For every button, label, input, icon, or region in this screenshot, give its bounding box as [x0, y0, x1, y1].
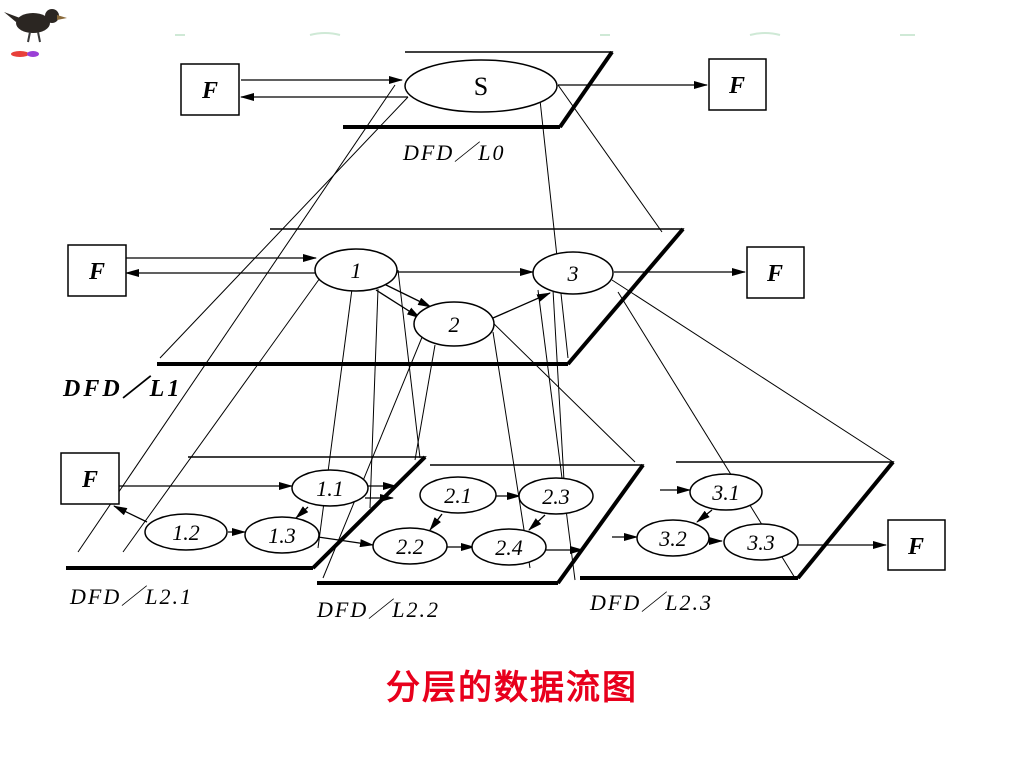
process-1-2: 1.2: [144, 513, 228, 551]
projection-lines: [77, 84, 894, 581]
svg-text:F: F: [766, 261, 783, 287]
process-s: S: [404, 59, 558, 113]
process-3-3: 3.3: [723, 523, 799, 561]
level-plane-l0: [343, 50, 614, 129]
svg-text:2: 2: [449, 312, 460, 337]
svg-text:F: F: [88, 259, 105, 285]
process-2: 2: [413, 301, 495, 347]
process-2-3: 2.3: [518, 477, 594, 515]
top-decor-strip: [175, 32, 915, 36]
process-1-3: 1.3: [244, 516, 320, 554]
process-2-2: 2.2: [372, 527, 448, 565]
entity-f-l1-left: F: [67, 244, 127, 297]
level-plane-l1: [157, 227, 685, 366]
process-3: 3: [532, 251, 614, 295]
process-1: 1: [314, 248, 398, 292]
level-plane-l22: [317, 463, 645, 585]
crow-icon: [4, 9, 67, 57]
entity-f-l1-right: F: [746, 246, 805, 299]
svg-text:1.2: 1.2: [172, 520, 200, 545]
level-label-l23: DFD／L2.3: [589, 590, 713, 615]
level-label-l0: DFD／L0: [402, 140, 505, 165]
svg-text:1.1: 1.1: [316, 476, 344, 501]
data-flows: [113, 76, 887, 554]
svg-text:3.2: 3.2: [658, 526, 687, 551]
svg-text:F: F: [907, 534, 924, 560]
process-2-1: 2.1: [419, 476, 497, 514]
level-plane-l21: [66, 455, 427, 570]
svg-text:2.2: 2.2: [396, 534, 424, 559]
diagram-caption: 分层的数据流图: [386, 668, 638, 708]
svg-text:2.1: 2.1: [444, 483, 472, 508]
svg-text:3: 3: [567, 261, 579, 286]
svg-text:3.3: 3.3: [746, 530, 775, 555]
process-3-1: 3.1: [689, 473, 763, 511]
svg-text:S: S: [474, 72, 488, 101]
process-2-4: 2.4: [471, 528, 547, 566]
svg-text:2.3: 2.3: [542, 484, 570, 509]
level-label-l1: DFD／L1: [62, 375, 182, 402]
svg-text:F: F: [728, 73, 745, 99]
svg-text:F: F: [81, 467, 98, 493]
svg-text:2.4: 2.4: [495, 535, 523, 560]
entity-f-l2-left: F: [60, 452, 120, 505]
svg-text:1.3: 1.3: [268, 523, 296, 548]
entity-f-l2-right: F: [887, 519, 946, 571]
level-plane-l23: [580, 460, 895, 580]
svg-text:3.1: 3.1: [711, 480, 740, 505]
level-label-l21: DFD／L2.1: [69, 584, 193, 609]
entity-f-l0-right: F: [708, 58, 767, 111]
process-3-2: 3.2: [636, 519, 710, 557]
process-1-1: 1.1: [291, 469, 369, 507]
svg-text:1: 1: [351, 258, 362, 283]
svg-text:F: F: [201, 78, 218, 104]
level-label-l22: DFD／L2.2: [316, 597, 440, 622]
entity-f-l0-left: F: [180, 63, 240, 116]
